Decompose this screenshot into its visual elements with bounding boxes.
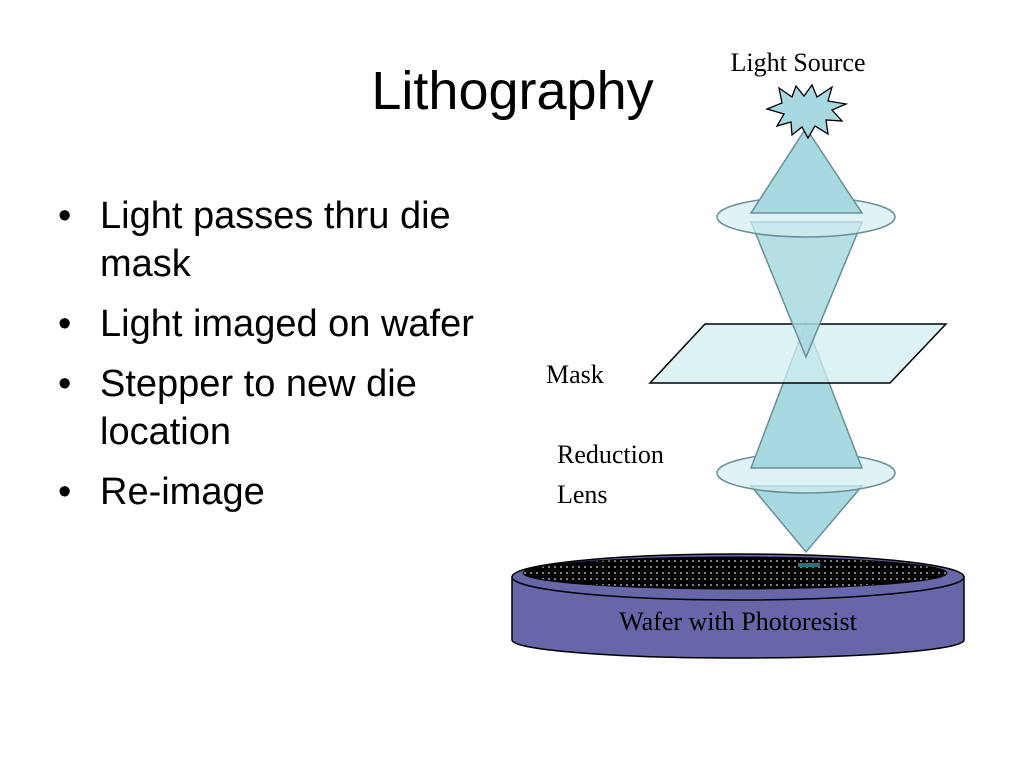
bullet-item: • Stepper to new die location — [58, 360, 498, 456]
mask-label: Mask — [546, 360, 604, 389]
light-source-burst-icon — [765, 83, 849, 140]
reduction-lens-label-line1: Reduction — [557, 440, 664, 469]
bullet-dot-icon: • — [58, 471, 72, 513]
wafer-photoresist-surface — [522, 556, 948, 590]
wafer-label: Wafer with Photoresist — [619, 607, 857, 636]
bullet-text: Light imaged on wafer — [100, 303, 474, 345]
bullet-list: • Light passes thru die mask • Light image… — [58, 192, 498, 528]
bullet-dot-icon: • — [58, 195, 72, 237]
bullet-text: Stepper to new die location — [100, 363, 417, 453]
mask-plane — [648, 323, 948, 384]
bullet-text: Light passes thru die mask — [100, 195, 451, 285]
reduction-lens-label-line2: Lens — [557, 480, 608, 509]
light-source-label: Light Source — [730, 48, 865, 77]
focused-beam-lower — [749, 485, 864, 554]
source-beam — [749, 126, 864, 214]
wafer: Wafer with Photoresist — [511, 553, 965, 659]
beam-after-mask — [749, 320, 864, 469]
bullet-text: Re-image — [100, 471, 265, 513]
bullet-item: • Light passes thru die mask — [58, 192, 498, 288]
bullet-item: • Light imaged on wafer — [58, 300, 498, 348]
die-image — [798, 563, 820, 567]
bullet-dot-icon: • — [58, 363, 72, 405]
slide-title: Lithography — [371, 61, 654, 121]
bullet-item: • Re-image — [58, 468, 498, 516]
bullet-dot-icon: • — [58, 303, 72, 345]
